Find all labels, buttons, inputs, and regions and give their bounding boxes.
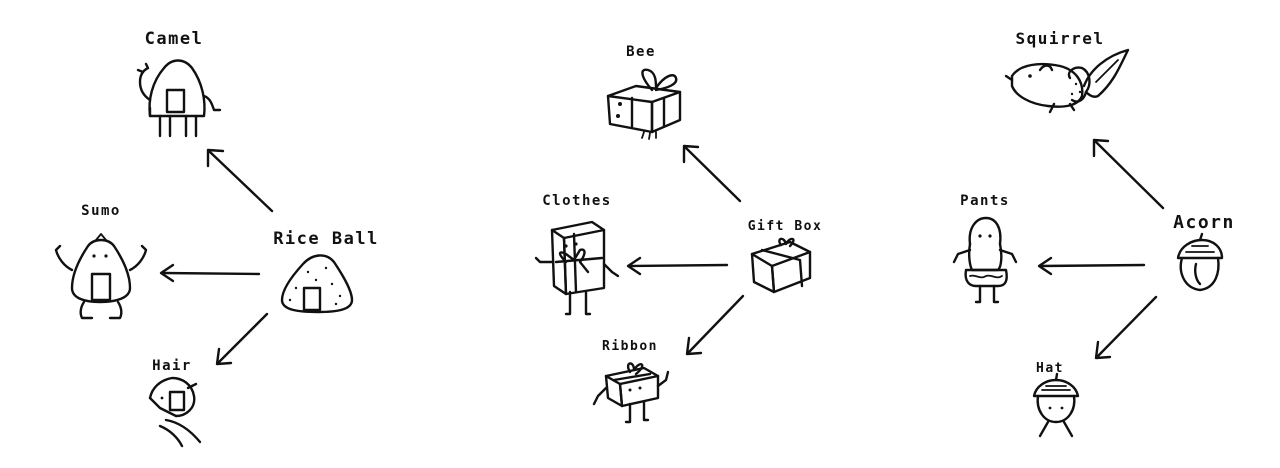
label-rice-ball: Rice Ball bbox=[273, 229, 379, 249]
ribbon-icon bbox=[592, 362, 670, 424]
cluster-rice-ball: Camel Sumo Hair Rice Ball bbox=[54, 29, 379, 448]
arrow-gift-box-to-clothes bbox=[626, 256, 729, 276]
arrow-gift-box-to-ribbon bbox=[685, 294, 745, 356]
label-gift-box: Gift Box bbox=[748, 219, 823, 234]
label-sumo: Sumo bbox=[81, 203, 121, 219]
gift-box-icon bbox=[750, 237, 812, 294]
camel-icon bbox=[136, 59, 222, 138]
clothes-icon bbox=[534, 220, 620, 316]
cluster-gift-box: Bee Clothes Ribbon Gift Box bbox=[534, 44, 823, 424]
label-hair: Hair bbox=[152, 358, 192, 374]
sumo-icon bbox=[54, 233, 148, 320]
acorn-icon bbox=[1176, 232, 1224, 292]
label-squirrel: Squirrel bbox=[1015, 29, 1104, 48]
arrow-rice-ball-to-sumo bbox=[159, 263, 261, 283]
hair-icon bbox=[148, 376, 202, 448]
label-camel: Camel bbox=[145, 29, 204, 49]
label-hat: Hat bbox=[1036, 361, 1064, 376]
bee-icon bbox=[606, 68, 682, 140]
hat-icon bbox=[1032, 372, 1080, 438]
label-bee: Bee bbox=[626, 44, 656, 60]
label-pants: Pants bbox=[960, 193, 1010, 209]
arrow-rice-ball-to-hair bbox=[215, 312, 269, 366]
pants-icon bbox=[952, 216, 1018, 304]
label-acorn: Acorn bbox=[1173, 212, 1235, 233]
arrow-acorn-to-squirrel bbox=[1092, 138, 1165, 210]
arrow-acorn-to-pants bbox=[1037, 256, 1146, 276]
arrow-acorn-to-hat bbox=[1094, 295, 1158, 360]
arrow-rice-ball-to-camel bbox=[206, 148, 274, 213]
squirrel-icon bbox=[1004, 48, 1130, 114]
label-ribbon: Ribbon bbox=[602, 339, 658, 354]
arrow-gift-box-to-bee bbox=[682, 144, 742, 203]
cluster-acorn: Squirrel Pants Hat Acorn bbox=[952, 29, 1235, 438]
rice-ball-icon bbox=[280, 254, 354, 314]
label-clothes: Clothes bbox=[542, 193, 612, 209]
